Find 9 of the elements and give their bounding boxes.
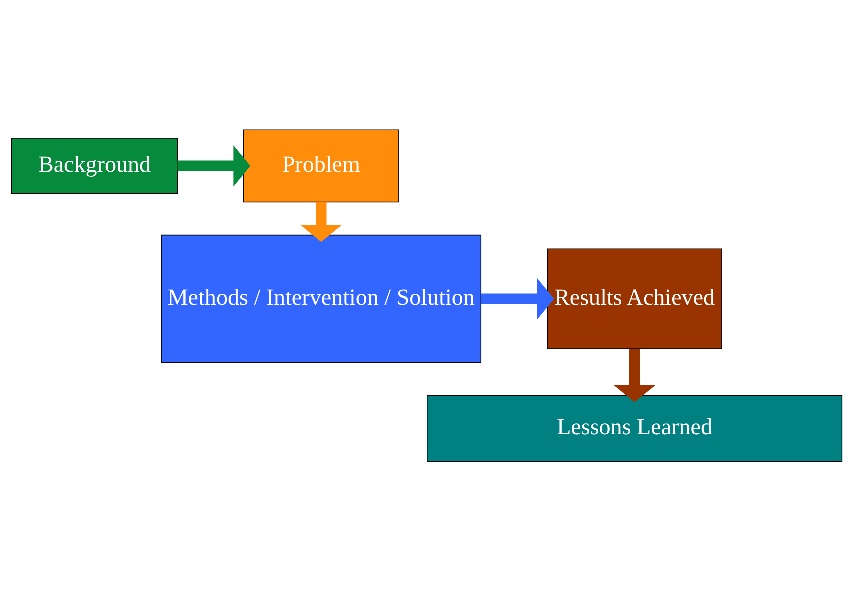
arrow: [614, 348, 656, 402]
arrow: [300, 202, 342, 242]
node-box: Results Achieved: [547, 248, 722, 349]
node-box: Background: [11, 138, 178, 194]
node-box: Methods / Intervention / Solution: [161, 234, 482, 363]
node-box: Lessons Learned: [427, 394, 843, 462]
arrow: [481, 278, 554, 320]
node-box: Problem: [243, 129, 400, 202]
arrow: [178, 144, 251, 186]
